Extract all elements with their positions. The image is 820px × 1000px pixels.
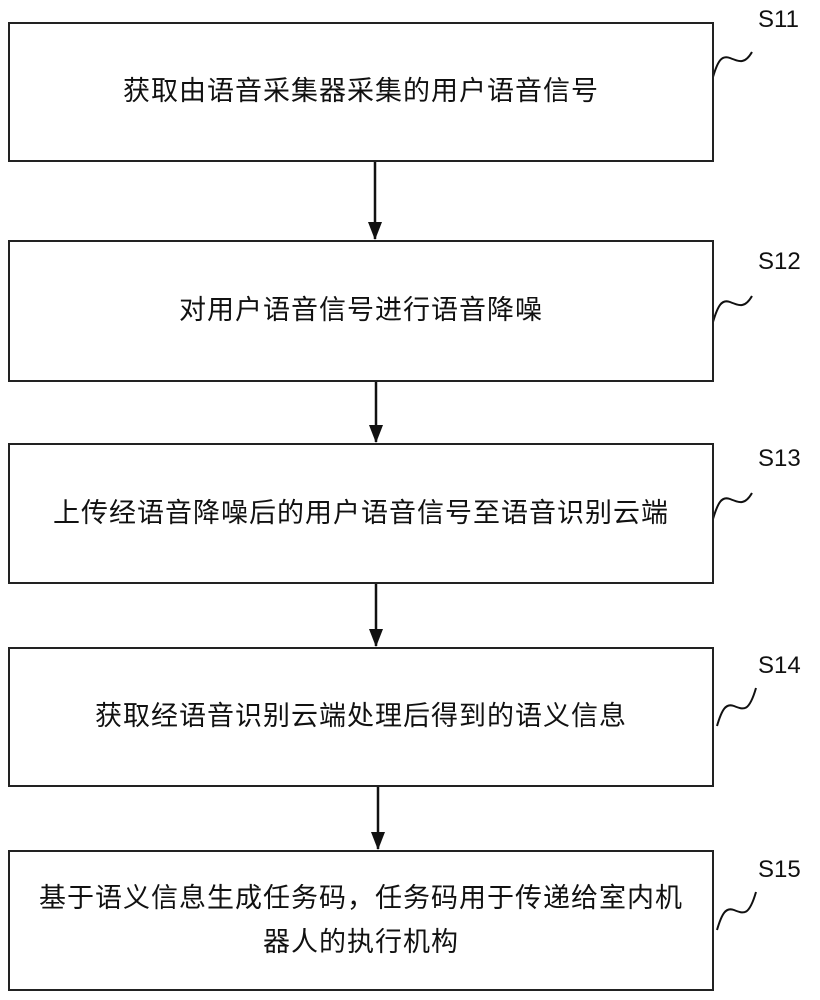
step-label: S12	[758, 248, 801, 275]
arrowhead-icon	[371, 832, 385, 850]
step-text: 获取由语音采集器采集的用户语音信号	[123, 76, 599, 107]
step-label: S15	[758, 856, 801, 883]
step-box-s11: 获取由语音采集器采集的用户语音信号	[8, 22, 714, 162]
leader-tilde-s13	[712, 492, 753, 520]
arrowhead-icon	[369, 629, 383, 647]
step-box-s14: 获取经语音识别云端处理后得到的语义信息	[8, 647, 714, 787]
step-text: 上传经语音降噪后的用户语音信号至语音识别云端	[53, 497, 669, 529]
step-label: S11	[758, 6, 799, 33]
step-text: 获取经语音识别云端处理后得到的语义信息	[95, 701, 627, 732]
step-text: 对用户语音信号进行语音降噪	[179, 295, 543, 326]
step-box-s15: 基于语义信息生成任务码，任务码用于传递给室内机器人的执行机构	[8, 850, 714, 991]
leader-tilde-s12	[712, 295, 753, 323]
step-box-s13: 上传经语音降噪后的用户语音信号至语音识别云端	[8, 443, 714, 584]
step-label: S14	[758, 652, 801, 679]
arrowhead-icon	[369, 425, 383, 443]
step-label: S13	[758, 445, 801, 472]
step-box-s12: 对用户语音信号进行语音降噪	[8, 240, 714, 382]
leader-tilde-s11	[712, 51, 753, 78]
leader-tilde-s15	[716, 891, 757, 931]
step-text: 基于语义信息生成任务码，任务码用于传递给室内机器人的执行机构	[39, 882, 683, 958]
leader-tilde-s14	[716, 687, 757, 727]
arrowhead-icon	[368, 222, 382, 240]
